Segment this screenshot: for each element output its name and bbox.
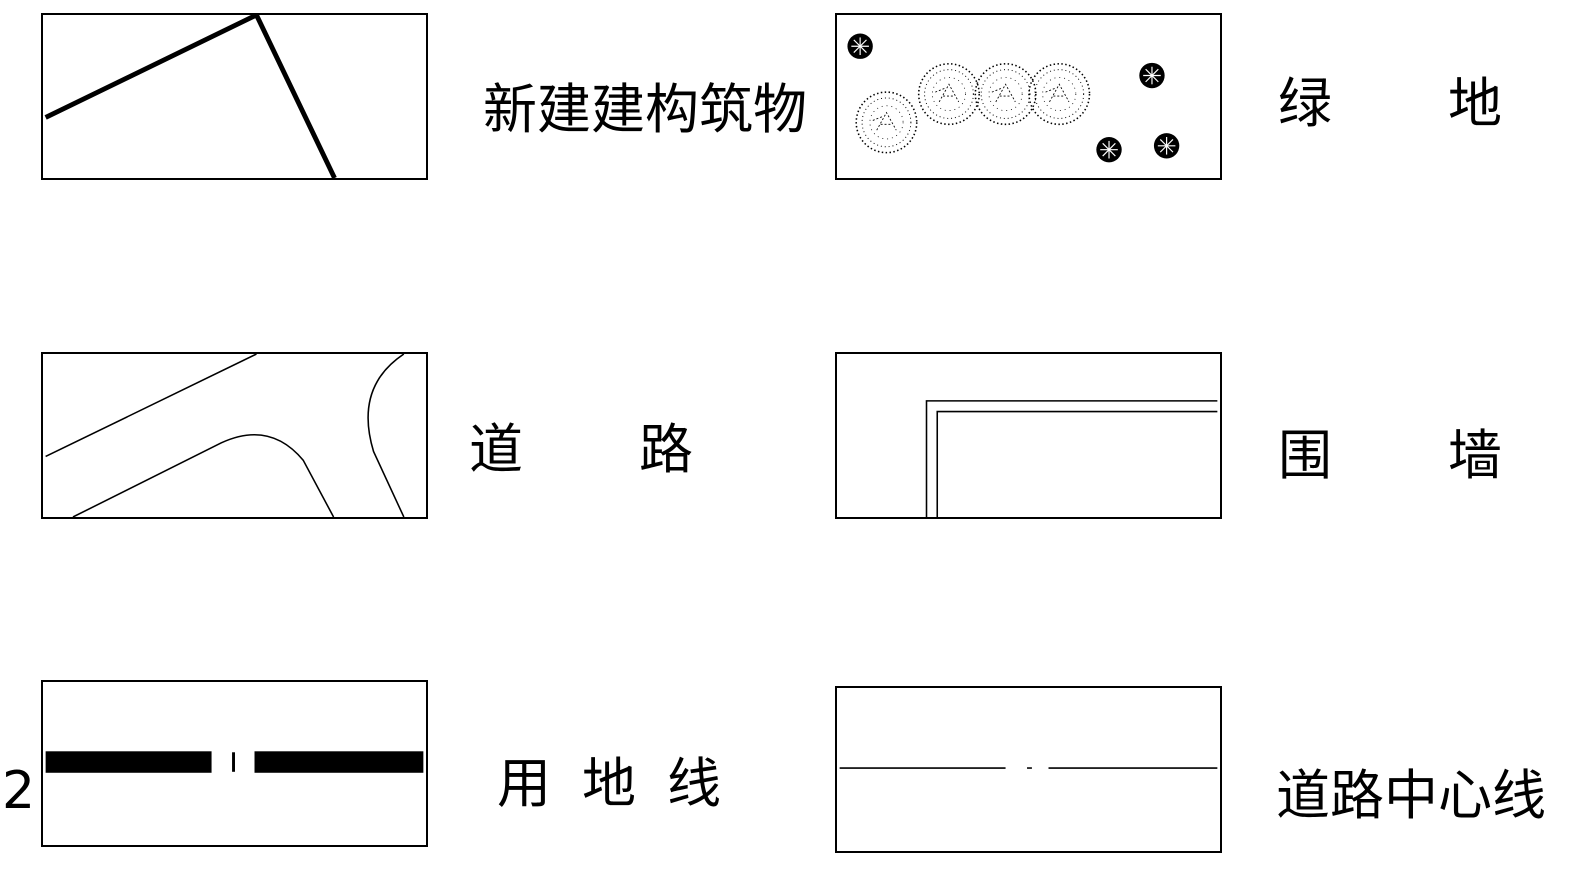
label-green-char-2: 地 bbox=[1448, 72, 1502, 135]
label-land-line: 用 地 线 bbox=[497, 756, 721, 812]
label-wall: 围 墙 bbox=[1278, 428, 1502, 484]
shrub-icon bbox=[855, 91, 918, 154]
edge-number-mark: 2 bbox=[2, 761, 36, 821]
swatch-wall bbox=[835, 352, 1222, 519]
label-land-line-char-3: 线 bbox=[667, 752, 721, 815]
road-symbol bbox=[45, 354, 405, 517]
shrub-icon bbox=[1028, 63, 1091, 126]
land-line-symbol bbox=[45, 751, 424, 773]
label-road-centerline-text: 道路中心线 bbox=[1276, 764, 1546, 827]
shrub-icon bbox=[974, 63, 1037, 126]
label-road: 道 路 bbox=[469, 422, 693, 478]
tree-icon bbox=[1095, 136, 1123, 163]
swatch-land-line bbox=[41, 680, 428, 847]
swatch-new-building bbox=[41, 13, 428, 180]
label-new-building: 新建建构筑物 bbox=[483, 82, 807, 138]
label-road-char-1: 道 bbox=[469, 418, 523, 481]
label-road-centerline: 道路中心线 bbox=[1276, 768, 1546, 824]
tree-icon bbox=[846, 32, 874, 60]
label-land-line-char-1: 用 bbox=[497, 752, 551, 815]
wall-symbol bbox=[925, 400, 1218, 517]
label-wall-char-1: 围 bbox=[1278, 424, 1332, 487]
swatch-road bbox=[41, 352, 428, 519]
green-symbol bbox=[846, 32, 1180, 163]
label-wall-char-2: 墙 bbox=[1448, 424, 1502, 487]
label-land-line-char-2: 地 bbox=[582, 752, 636, 815]
label-road-char-2: 路 bbox=[639, 418, 693, 481]
swatch-green bbox=[835, 13, 1222, 180]
tree-icon bbox=[1138, 62, 1166, 89]
label-green-char-1: 绿 bbox=[1278, 72, 1332, 135]
road-centerline-symbol bbox=[839, 767, 1218, 769]
new-building-symbol bbox=[44, 15, 337, 178]
shrub-icon bbox=[917, 63, 980, 126]
tree-icon bbox=[1153, 132, 1180, 160]
label-new-building-text: 新建建构筑物 bbox=[483, 78, 807, 141]
swatch-road-centerline bbox=[835, 686, 1222, 853]
label-green: 绿 地 bbox=[1278, 76, 1502, 132]
